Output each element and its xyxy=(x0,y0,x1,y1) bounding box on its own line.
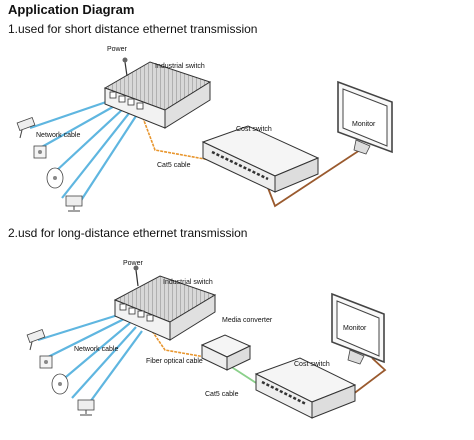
monitor-label-2: Monitor xyxy=(343,325,367,332)
wall-socket-icon-2 xyxy=(39,355,53,369)
diagram1: Power Industrial switch Cost switch Moni… xyxy=(16,46,393,212)
power-label-2: Power xyxy=(123,260,144,267)
cost-switch-label-2: Cost switch xyxy=(294,361,330,368)
industrial-switch-2 xyxy=(113,265,217,341)
power-label-1: Power xyxy=(107,46,128,53)
fiber-optical-cable-label-2: Fiber optical cable xyxy=(146,358,203,365)
fiber-cable-2 xyxy=(149,327,206,358)
diagram1-caption: 1.used for short distance ethernet trans… xyxy=(8,22,258,36)
access-point-icon-1 xyxy=(46,167,64,189)
monitor-2 xyxy=(331,292,385,365)
network-cable-label-2: Network cable xyxy=(74,346,118,353)
network-cables-1 xyxy=(29,98,137,203)
computer-icon-1 xyxy=(65,195,83,212)
monitor-1 xyxy=(337,80,393,155)
computer-icon-2 xyxy=(77,399,95,416)
ip-camera-icon-1 xyxy=(16,116,36,139)
network-cables-2 xyxy=(37,313,143,403)
cat5-cable-label-1: Cat5 cable xyxy=(157,162,191,169)
cost-switch-label-1: Cost switch xyxy=(236,126,272,133)
industrial-switch-label-2: Industrial switch xyxy=(163,279,213,286)
wall-socket-icon-1 xyxy=(33,145,47,159)
cat5-cable-label-2: Cat5 cable xyxy=(205,391,239,398)
ip-camera-icon-2 xyxy=(26,328,46,351)
diagram2: Power Industrial switch Media converter … xyxy=(26,260,387,419)
access-point-icon-2 xyxy=(51,373,69,395)
monitor-label-1: Monitor xyxy=(352,121,376,128)
media-converter-2 xyxy=(200,334,252,371)
page-title: Application Diagram xyxy=(8,2,135,17)
cost-switch-2 xyxy=(254,357,357,419)
industrial-switch-label-1: Industrial switch xyxy=(155,63,205,70)
diagram2-caption: 2.usd for long-distance ethernet transmi… xyxy=(8,226,248,240)
cost-switch-1 xyxy=(201,125,320,193)
network-cable-label-1: Network cable xyxy=(36,132,80,139)
cat5-cable-1 xyxy=(139,109,211,161)
media-converter-label-2: Media converter xyxy=(222,317,273,324)
industrial-switch-1 xyxy=(103,57,212,129)
